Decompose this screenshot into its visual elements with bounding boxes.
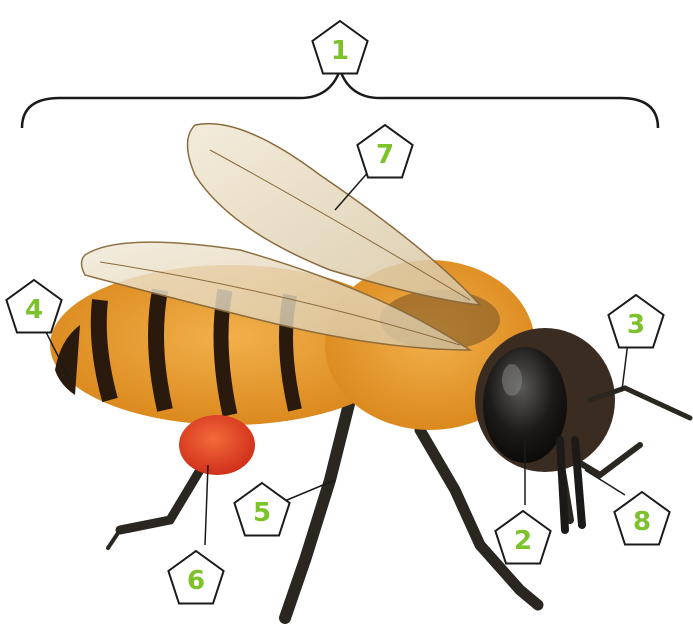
label-number: 7 xyxy=(376,140,394,170)
label-8: 8 xyxy=(614,492,669,545)
label-7: 7 xyxy=(357,125,412,178)
label-number: 5 xyxy=(253,498,271,528)
label-number: 4 xyxy=(25,295,43,325)
label-number: 2 xyxy=(514,526,532,556)
label-3: 3 xyxy=(608,295,663,348)
label-4: 4 xyxy=(6,280,61,333)
label-number: 6 xyxy=(187,566,205,596)
label-6: 6 xyxy=(168,551,223,604)
label-1: 1 xyxy=(312,21,367,74)
body-bracket xyxy=(22,70,658,128)
label-number: 3 xyxy=(627,310,645,340)
label-number: 1 xyxy=(331,36,349,66)
label-number: 8 xyxy=(633,507,651,537)
pollen-basket xyxy=(179,415,255,475)
label-5: 5 xyxy=(234,483,289,536)
label-2: 2 xyxy=(495,511,550,564)
